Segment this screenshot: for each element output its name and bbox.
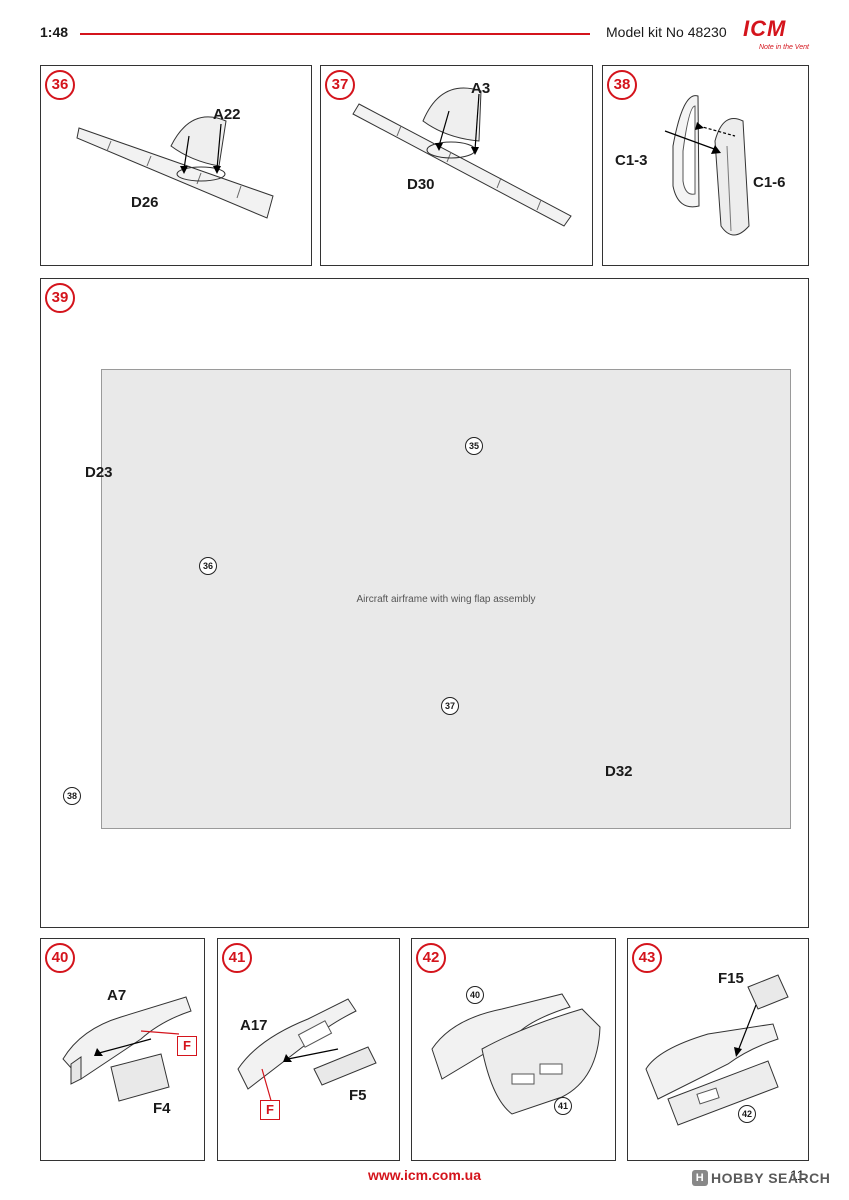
step-38-drawing [664,95,750,236]
step-38-panel: 38 C1-3 C1-6 [602,65,809,266]
step-43-drawing [645,974,789,1126]
step-number-badge: 40 [45,943,75,973]
ref-step-37: 37 [441,697,459,715]
step-40-panel: 40 A7 F4 F [40,938,205,1161]
part-label-f15: F15 [718,970,744,987]
part-label-a7: A7 [107,987,127,1004]
step-number-badge: 37 [325,70,355,100]
part-label-d30: D30 [407,176,435,193]
ref-step-41: 41 [554,1097,572,1115]
step-number-badge: 39 [45,283,75,313]
airframe-illustration: Aircraft airframe with wing flap assembl… [101,369,791,829]
step-41-drawing [237,998,377,1112]
part-label-c1-6: C1-6 [753,174,786,191]
ref-step-40: 40 [466,986,484,1004]
header-rule [80,33,590,35]
part-label-d23: D23 [85,464,113,481]
step-40-drawing [62,996,192,1102]
step-36-drawing [76,116,274,219]
step-36-panel: 36 A22 D26 [40,65,312,266]
part-label-a3: A3 [471,80,491,97]
model-kit-label: Model kit No 48230 [606,24,727,40]
logo-text: ICM [743,16,787,41]
logo-tagline: Note in the Vent [759,44,809,51]
step-number-badge: 42 [416,943,446,973]
watermark-text: HOBBY SEARCH [711,1170,831,1186]
ref-step-38: 38 [63,787,81,805]
part-label-f4: F4 [153,1100,171,1117]
step-42-drawing [431,993,601,1115]
step-39-panel: Aircraft airframe with wing flap assembl… [40,278,809,928]
watermark-badge-icon: H [692,1170,708,1186]
step-41-panel: 41 A17 F5 F [217,938,400,1161]
f-marker: F [177,1036,197,1056]
ref-step-36: 36 [199,557,217,575]
part-label-f5: F5 [349,1087,367,1104]
step-number-badge: 41 [222,943,252,973]
step-43-panel: 43 F15 42 [627,938,809,1161]
part-label-d32: D32 [605,763,633,780]
step-number-badge: 36 [45,70,75,100]
page-number: 11 [790,1167,805,1183]
ref-step-42: 42 [738,1105,756,1123]
step-number-badge: 38 [607,70,637,100]
icm-logo: ICM Note in the Vent [733,14,811,62]
part-label-c1-3: C1-3 [615,152,648,169]
step-37-panel: 37 A3 D30 [320,65,593,266]
website-url: www.icm.com.ua [367,1167,482,1183]
ref-step-35: 35 [465,437,483,455]
step-37-drawing [352,87,572,227]
f-marker: F [260,1100,280,1120]
part-label-a17: A17 [240,1017,268,1034]
part-label-d26: D26 [131,194,159,211]
part-label-a22: A22 [213,106,241,123]
scale-label: 1:48 [40,24,69,40]
step-number-badge: 43 [632,943,662,973]
step-42-panel: 42 40 41 [411,938,616,1161]
